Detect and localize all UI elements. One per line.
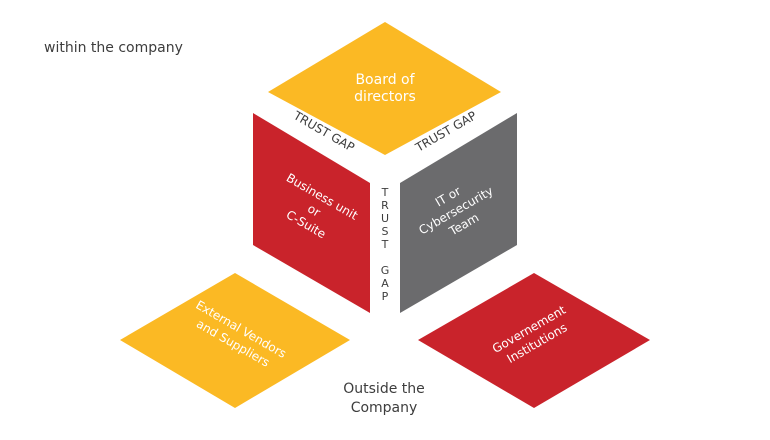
- business-unit-face: [253, 113, 370, 313]
- it-team-face: [400, 113, 517, 313]
- trust-gap-letter: P: [382, 290, 389, 303]
- within-company-label: within the company: [44, 40, 183, 56]
- trust-gap-letter: T: [381, 186, 389, 199]
- trust-gap-letter: G: [381, 264, 390, 277]
- board-label-line1: Board of: [355, 72, 415, 88]
- outside-company-line1: Outside the: [343, 381, 425, 397]
- board-face: [268, 22, 501, 155]
- government-face: [418, 273, 650, 408]
- trust-gap-letter: R: [381, 199, 389, 212]
- trust-gap-letter: U: [381, 212, 389, 225]
- trust-gap-letter: T: [381, 238, 389, 251]
- outside-company-line2: Company: [351, 400, 418, 416]
- trust-gap-letter: A: [381, 277, 389, 290]
- external-vendors-face: [120, 273, 350, 408]
- board-label-line2: directors: [354, 89, 416, 105]
- trust-gap-letter: S: [382, 225, 389, 238]
- trust-gap-vertical: T R U S T G A P: [381, 186, 390, 303]
